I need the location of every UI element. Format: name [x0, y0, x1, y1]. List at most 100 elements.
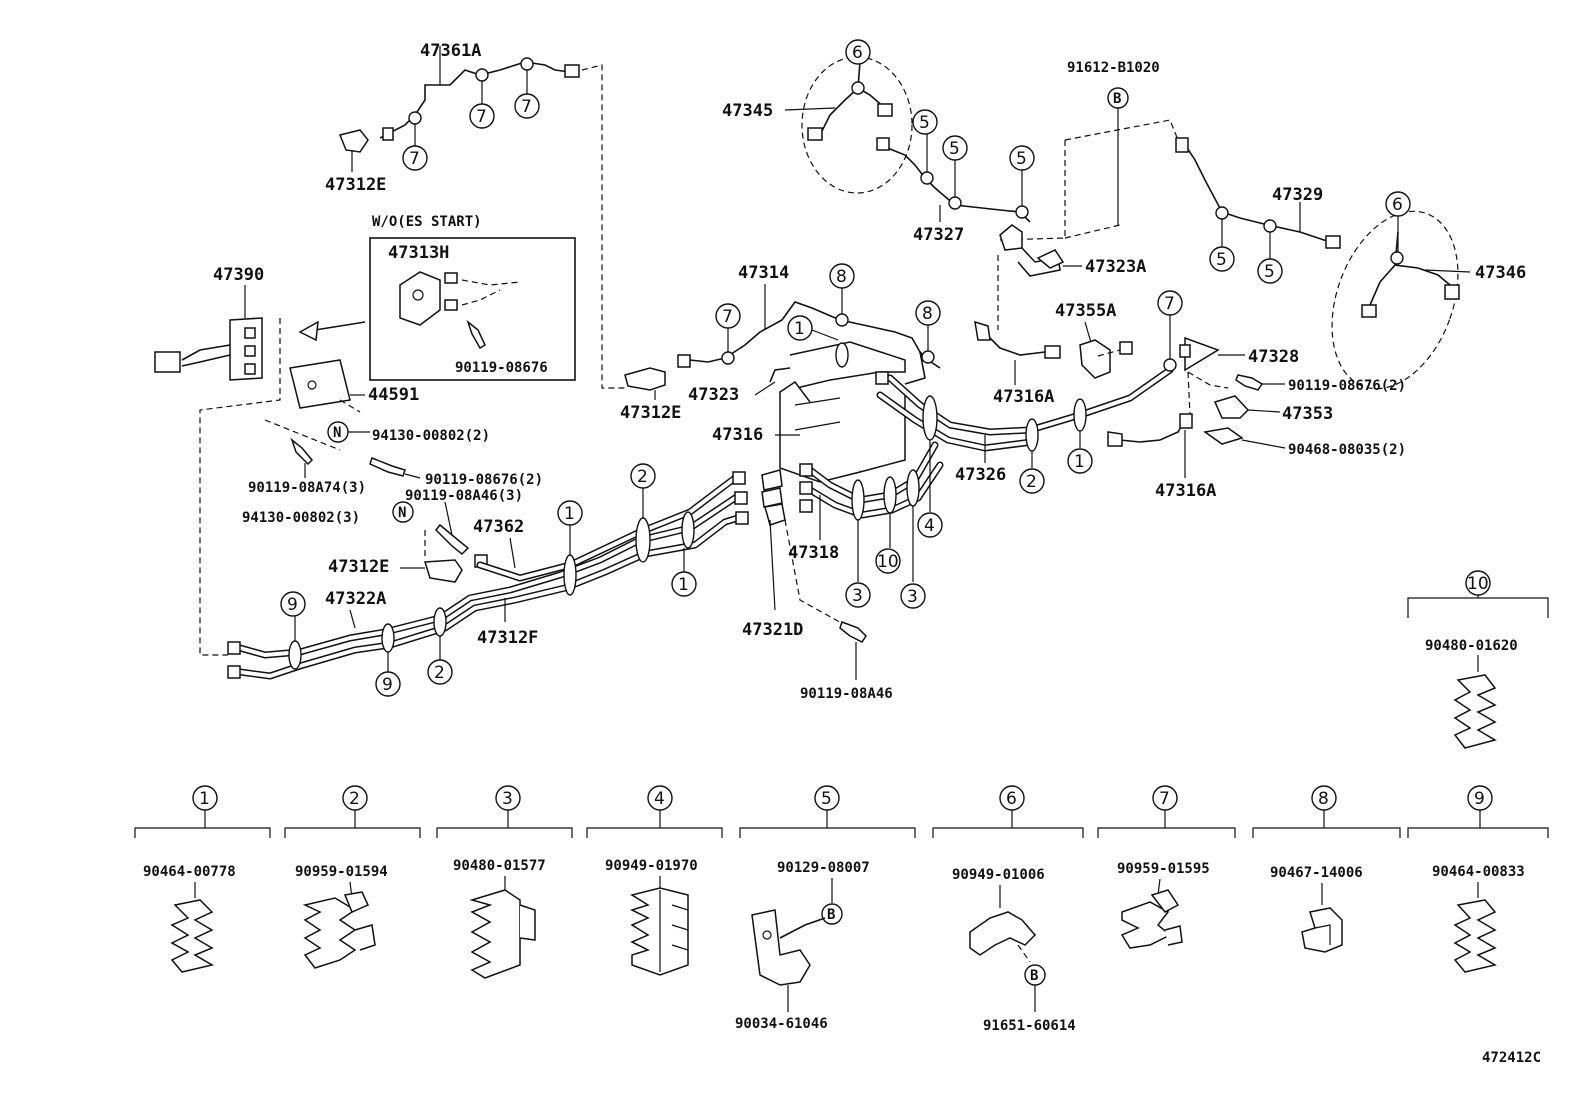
part-label-47322A: 47322A — [325, 589, 386, 609]
svg-text:9: 9 — [1474, 789, 1485, 809]
bracket-44591 — [289, 359, 351, 409]
bracket-47328 — [1179, 336, 1220, 372]
legend-part-number: 90959-01595 — [1117, 861, 1210, 877]
part-label-47316A-top: 47316A — [993, 387, 1054, 407]
svg-text:9: 9 — [287, 595, 298, 615]
svg-text:6: 6 — [852, 43, 863, 63]
svg-text:4: 4 — [654, 789, 665, 809]
clip-47353 — [1213, 395, 1250, 419]
bracket-47355A — [1079, 339, 1133, 379]
svg-text:2: 2 — [349, 789, 360, 809]
part-label-47316A-bottom: 47316A — [1155, 481, 1216, 501]
svg-text:B: B — [827, 907, 835, 923]
diagram-id: 472412C — [1482, 1050, 1541, 1066]
legend-part-number: 90467-14006 — [1270, 865, 1363, 881]
part-label-47323: 47323 — [688, 385, 739, 405]
line-47327 — [876, 137, 1031, 223]
part-label-94130-00802-3: 94130-00802(3) — [242, 510, 360, 526]
part-label-94130-00802-2: 94130-00802(2) — [372, 428, 490, 444]
svg-text:B: B — [1030, 968, 1038, 984]
part-label-47313H: 47313H — [388, 243, 449, 263]
part-label-44591: 44591 — [368, 385, 419, 405]
callouts-47314: 7 8 8 1 — [715, 263, 941, 341]
svg-text:5: 5 — [1264, 262, 1275, 282]
part-label-47346: 47346 — [1475, 263, 1526, 283]
svg-text:1: 1 — [1074, 452, 1085, 472]
legend-part-number: 90949-01970 — [605, 858, 698, 874]
legend-item-8: 8 90467-14006 — [1252, 785, 1401, 953]
part-label-47312E-center: 47312E — [620, 403, 681, 423]
hose-47316A-top — [974, 320, 1061, 359]
part-label-47353: 47353 — [1282, 404, 1333, 424]
svg-text:4: 4 — [924, 516, 935, 536]
connector-47390 — [154, 317, 263, 381]
legend-part-number: 90129-08007 — [777, 860, 870, 876]
hose-47345 — [807, 61, 893, 141]
part-label-47312E-bottom: 47312E — [328, 557, 389, 577]
svg-text:3: 3 — [502, 789, 513, 809]
part-label-47314: 47314 — [738, 263, 789, 283]
part-label-47327: 47327 — [913, 225, 964, 245]
part-label-47355A: 47355A — [1055, 301, 1116, 321]
bolt-90119-08676-right — [1235, 374, 1264, 391]
legend-part-number: 90464-00778 — [143, 864, 236, 880]
detail-ellipse-47346 — [1331, 210, 1459, 390]
legend-part-number: 90959-01594 — [295, 864, 388, 880]
callouts-center: 3 10 3 4 2 1 — [845, 448, 1093, 609]
part-label-90119-08A46: 90119-08A46 — [800, 686, 893, 702]
svg-text:1: 1 — [678, 575, 689, 595]
svg-text:7: 7 — [722, 307, 733, 327]
svg-text:N: N — [398, 505, 406, 521]
svg-text:8: 8 — [922, 304, 933, 324]
svg-text:2: 2 — [1026, 472, 1037, 492]
svg-text:1: 1 — [794, 319, 805, 339]
legend-part-number: 90480-01620 — [1425, 638, 1518, 654]
bolt-90119-08676-left — [369, 457, 421, 479]
svg-text:5: 5 — [1016, 149, 1027, 169]
part-label-47326: 47326 — [955, 465, 1006, 485]
svg-text:2: 2 — [637, 467, 648, 487]
variant-box-label: W/O(ES START) — [372, 214, 482, 230]
svg-text:7: 7 — [476, 107, 487, 127]
svg-text:3: 3 — [852, 586, 863, 606]
line-assembly-47361A — [338, 46, 625, 389]
legend-item-6: 6 90949-01006 B 91651-60614 — [932, 785, 1084, 1034]
part-label-47312F: 47312F — [477, 628, 538, 648]
legend-item-1: 1 90464-00778 — [134, 785, 271, 973]
svg-text:1: 1 — [564, 504, 575, 524]
svg-text:5: 5 — [1216, 250, 1227, 270]
svg-text:8: 8 — [836, 267, 847, 287]
fittings-47318 — [761, 469, 786, 526]
svg-text:N: N — [333, 425, 341, 441]
detail-ellipse-47345 — [801, 56, 913, 194]
bolt-90119-08A46-3 — [434, 501, 470, 556]
part-label-90119-08A46-3: 90119-08A46(3) — [405, 488, 523, 504]
callout-7: 7 7 7 — [402, 93, 540, 171]
clip-47312E-center — [624, 367, 666, 391]
svg-text:7: 7 — [1159, 789, 1170, 809]
svg-text:2: 2 — [434, 663, 445, 683]
legend-item-5: 5 90129-08007 B 90034-61046 — [735, 785, 916, 1032]
clip-47312E — [424, 559, 463, 583]
svg-text:6: 6 — [1006, 789, 1017, 809]
legend-item-4: 4 90949-01970 — [586, 785, 723, 976]
legend-extra-part: 91651-60614 — [983, 1018, 1076, 1034]
clip-markers-lower — [288, 511, 695, 670]
switch-47313H — [399, 271, 521, 350]
part-label-90119-08A74-3: 90119-08A74(3) — [248, 480, 366, 496]
svg-text:1: 1 — [199, 789, 210, 809]
svg-text:7: 7 — [409, 149, 420, 169]
legend-item-2: 2 90959-01594 — [284, 785, 421, 969]
part-label-47328: 47328 — [1248, 347, 1299, 367]
legend-part-number: 90464-00833 — [1432, 864, 1525, 880]
part-label-47329: 47329 — [1272, 185, 1323, 205]
part-label-47390: 47390 — [213, 265, 264, 285]
bolt-90119-08A74 — [290, 437, 314, 478]
part-label-47321D: 47321D — [742, 620, 803, 640]
legend-part-number: 90480-01577 — [453, 858, 546, 874]
svg-text:5: 5 — [949, 139, 960, 159]
svg-text:6: 6 — [1392, 195, 1403, 215]
part-label-90119-08676-box: 90119-08676 — [455, 360, 548, 376]
svg-text:7: 7 — [1164, 294, 1175, 314]
svg-text:9: 9 — [382, 675, 393, 695]
